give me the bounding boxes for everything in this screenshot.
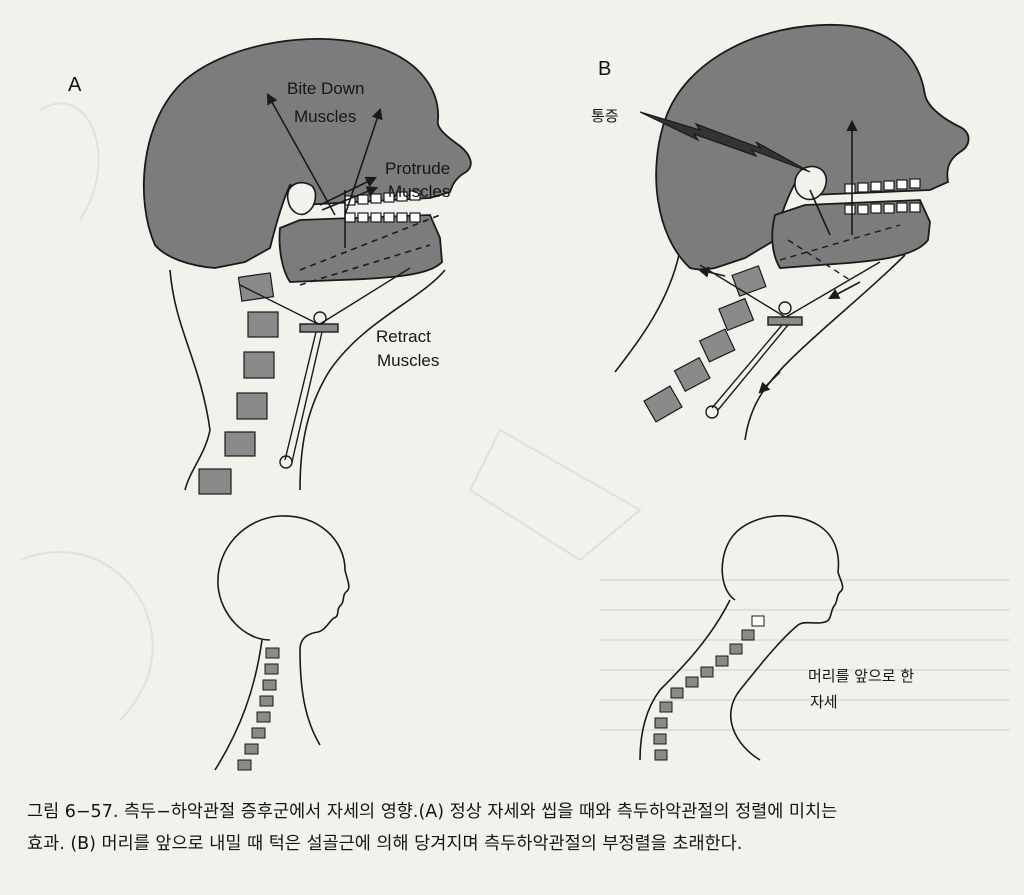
forward-head-silhouette: 머리를 앞으로 한 자세 — [639, 514, 914, 761]
panel-a-mandible — [278, 214, 443, 283]
label-retract-line2: Muscles — [377, 351, 439, 370]
panel-b-teeth — [844, 178, 921, 215]
label-bite-down-line1: Bite Down — [287, 79, 364, 98]
panel-b-cervical-vertebrae — [643, 265, 767, 423]
normal-posture-silhouette — [214, 515, 350, 771]
forward-head-outline — [639, 514, 844, 761]
caption-line-1: 그림 6−57. 측두−하악관절 증후군에서 자세의 영향.(A) 정상 자세와… — [27, 802, 838, 822]
bite-down-arrow-1 — [266, 93, 336, 216]
label-bite-down-line2: Muscles — [294, 107, 356, 126]
label-protrude-line1: Protrude — [385, 159, 450, 178]
strap-pull-arrow-1 — [697, 266, 726, 278]
panel-b-tmj-condyle — [794, 165, 828, 201]
panel-a: A — [68, 38, 472, 495]
panel-a-force-arrows — [266, 93, 441, 286]
label-retract-line1: Retract — [376, 327, 431, 346]
figure-caption: 그림 6−57. 측두−하악관절 증후군에서 자세의 영향.(A) 정상 자세와… — [27, 796, 1012, 860]
label-pain: 통증 — [591, 107, 619, 125]
caption-line-2: 효과. (B) 머리를 앞으로 내밀 때 턱은 설골근에 의해 당겨지며 측두하… — [27, 834, 743, 854]
label-protrude-line2: Muscles — [388, 182, 450, 201]
panel-a-neck-outline — [169, 269, 446, 491]
panel-a-hyoid-apparatus — [239, 267, 411, 469]
panel-b: B — [591, 24, 970, 441]
background-bleed-through — [19, 102, 1010, 731]
panel-a-skull — [142, 38, 472, 269]
strap-pull-arrow-3 — [758, 371, 781, 394]
panel-b-letter: B — [598, 58, 611, 80]
pain-lightning-icon — [639, 111, 811, 173]
protrude-arrow-1 — [319, 176, 378, 206]
label-forward-head-line1: 머리를 앞으로 한 — [808, 667, 914, 685]
panel-a-cervical-vertebrae — [198, 272, 279, 495]
strap-pull-arrow-2 — [828, 281, 861, 300]
panel-a-letter: A — [68, 74, 82, 96]
normal-head-outline — [214, 515, 350, 771]
panel-b-skull — [655, 24, 970, 271]
normal-neck-vertebrae — [237, 647, 280, 771]
protrude-arrow-2 — [321, 186, 379, 211]
panel-a-tmj-condyle — [286, 181, 317, 216]
panel-b-force-arrows — [697, 119, 861, 394]
panel-b-mandible — [771, 199, 931, 269]
forward-neck-vertebrae — [653, 615, 765, 761]
panel-b-neck-outline — [614, 249, 906, 441]
label-forward-head-line2: 자세 — [810, 693, 838, 711]
